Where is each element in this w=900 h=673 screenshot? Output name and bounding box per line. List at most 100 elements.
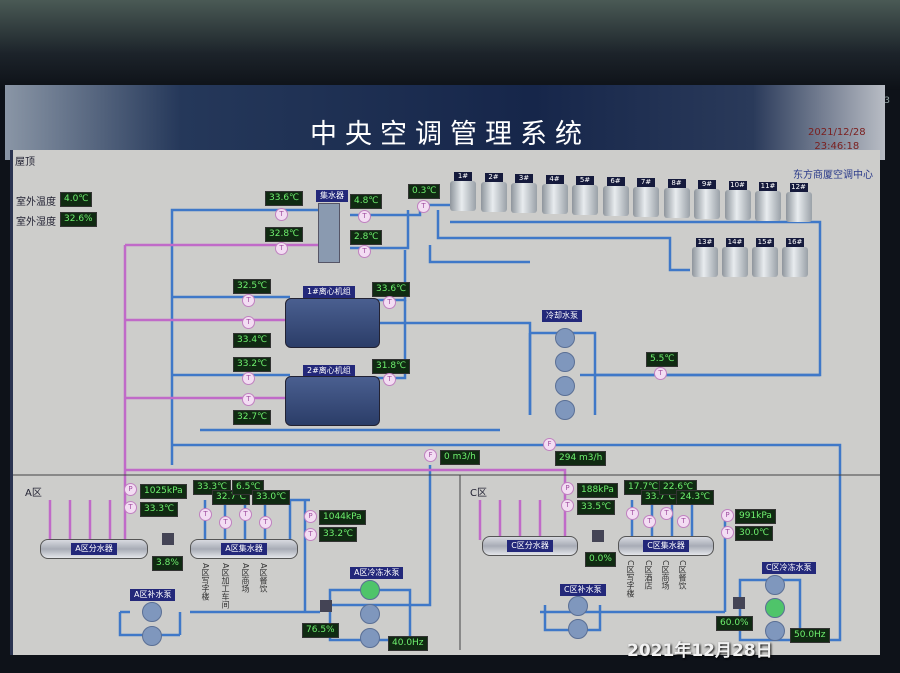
header-bar: [5, 85, 885, 160]
flow-sensor-icon: F: [424, 449, 437, 462]
header-vessel: [318, 203, 340, 263]
page-title: 中央空调管理系统: [310, 119, 590, 150]
zone-a-collector[interactable]: A区集水器: [190, 539, 298, 559]
valve-icon[interactable]: [320, 600, 332, 612]
zone-c-temp: 33.5℃: [577, 500, 616, 515]
temp-sensor-icon: T: [660, 507, 673, 520]
outdoor-temp-label: 室外温度: [16, 197, 56, 208]
cooling-tower-icon: [541, 184, 568, 214]
return-temp: 32.8℃: [265, 227, 304, 242]
zone-c-makeup-pump-1[interactable]: [568, 596, 588, 616]
zone-c-chw-pump-2[interactable]: [765, 598, 785, 618]
cooling-tower-label: 7#: [637, 178, 655, 187]
temp-sensor-icon: T: [199, 508, 212, 521]
cooling-tower[interactable]: 13#: [692, 238, 718, 277]
cooling-tower-label: 2#: [484, 173, 503, 182]
zone-c-return-temp: 30.0℃: [735, 526, 774, 541]
zone-a-makeup-pump-2[interactable]: [142, 626, 162, 646]
temp-sensor-icon: T: [626, 507, 639, 520]
cooling-pump-temp: 5.5℃: [646, 352, 679, 367]
zone-c-branch-label: C区商场: [661, 560, 670, 590]
cooling-tower[interactable]: 4#: [541, 175, 568, 214]
cooling-tower[interactable]: 9#: [694, 180, 720, 219]
cooling-pumps-label: 冷却水泵: [542, 310, 582, 322]
temp-sensor-icon: T: [383, 296, 396, 309]
cooling-tower[interactable]: 5#: [572, 176, 598, 215]
cooling-tower-label: 11#: [759, 182, 777, 191]
valve-icon[interactable]: [733, 597, 745, 609]
zone-c-divider-label: C区分水器: [507, 540, 553, 552]
monitor-bezel: [0, 0, 900, 90]
cooling-tower-label: 4#: [545, 175, 564, 184]
cooling-tower[interactable]: 14#: [722, 238, 748, 277]
cooling-pump-2[interactable]: [555, 352, 575, 372]
cooling-tower-label: 5#: [576, 176, 594, 185]
cooling-tower[interactable]: 11#: [755, 182, 781, 221]
chiller2-out-temp: 32.7℃: [233, 410, 272, 425]
zone-c-frequency: 50.0Hz: [790, 628, 830, 643]
cooling-pump-4[interactable]: [555, 400, 575, 420]
valve-icon[interactable]: [592, 530, 604, 542]
cooling-tower-label: 16#: [786, 238, 804, 247]
cooling-tower[interactable]: 8#: [663, 179, 690, 218]
temp-sensor-icon: T: [383, 373, 396, 386]
cooling-tower[interactable]: 16#: [782, 238, 808, 277]
zone-a-branch-temp: 33.0℃: [252, 490, 291, 505]
zone-a-divider[interactable]: A区分水器: [40, 539, 148, 559]
cooling-tower[interactable]: 12#: [785, 183, 812, 222]
zone-a-chw-pump-2[interactable]: [360, 604, 380, 624]
zone-c-collector[interactable]: C区集水器: [618, 536, 714, 556]
cooling-tower-label: 14#: [726, 238, 744, 247]
tower-temp: 0.3℃: [408, 184, 441, 199]
zone-c-makeup-label: C区补水泵: [560, 584, 606, 596]
zone-a-makeup-label: A区补水泵: [130, 589, 176, 601]
pressure-sensor-icon: P: [304, 510, 317, 523]
cooling-tower-label: 13#: [696, 238, 714, 247]
temp-sensor-icon: T: [677, 515, 690, 528]
cooling-tower-icon: [755, 191, 781, 221]
temp-sensor-icon: T: [275, 208, 288, 221]
cooling-tower-label: 3#: [515, 174, 533, 183]
cooling-tower[interactable]: 1#: [450, 172, 476, 211]
temp-sensor-icon: T: [242, 294, 255, 307]
cooling-tower-icon: [752, 247, 778, 277]
zone-c-divider[interactable]: C区分水器: [482, 536, 578, 556]
cooling-tower[interactable]: 3#: [511, 174, 537, 213]
zone-c-pump-valve: 60.0%: [716, 616, 753, 631]
cooling-tower[interactable]: 10#: [724, 181, 751, 220]
pressure-sensor-icon: P: [124, 483, 137, 496]
zone-a-divider-label: A区分水器: [71, 543, 117, 555]
chiller-2[interactable]: [285, 376, 380, 426]
zone-c-makeup-pump-2[interactable]: [568, 619, 588, 639]
cooling-tower-icon: [692, 247, 718, 277]
cooling-tower[interactable]: 7#: [633, 178, 659, 217]
valve-icon[interactable]: [162, 533, 174, 545]
cooling-tower[interactable]: 15#: [752, 238, 778, 277]
vessel-out-temp-2: 2.8℃: [350, 230, 383, 245]
pressure-sensor-icon: P: [721, 509, 734, 522]
zone-a-return-temp: 33.2℃: [319, 527, 358, 542]
cooling-tower-label: 1#: [454, 172, 472, 181]
zone-a-temp: 33.3℃: [140, 502, 179, 517]
temp-sensor-icon: T: [721, 526, 734, 539]
zone-a-chw-pump-1[interactable]: [360, 580, 380, 600]
zone-c-chw-pump-1[interactable]: [765, 575, 785, 595]
temp-sensor-icon: T: [242, 372, 255, 385]
zone-c-label: C区: [470, 488, 487, 499]
cooling-pump-3[interactable]: [555, 376, 575, 396]
zone-a-makeup-pump-1[interactable]: [142, 602, 162, 622]
cooling-tower-label: 15#: [756, 238, 774, 247]
temp-sensor-icon: T: [242, 393, 255, 406]
supply-temp: 33.6℃: [265, 191, 304, 206]
zone-a-chw-pump-3[interactable]: [360, 628, 380, 648]
temp-sensor-icon: T: [643, 515, 656, 528]
cooling-tower[interactable]: 6#: [602, 177, 629, 216]
cooling-pump-1[interactable]: [555, 328, 575, 348]
chiller-1[interactable]: [285, 298, 380, 348]
temp-sensor-icon: T: [242, 316, 255, 329]
zone-c-return-pressure: 991kPa: [735, 509, 776, 524]
cooling-tower[interactable]: 2#: [480, 173, 507, 212]
chiller1-in-temp: 32.5℃: [233, 279, 272, 294]
zone-c-chw-pump-3[interactable]: [765, 621, 785, 641]
